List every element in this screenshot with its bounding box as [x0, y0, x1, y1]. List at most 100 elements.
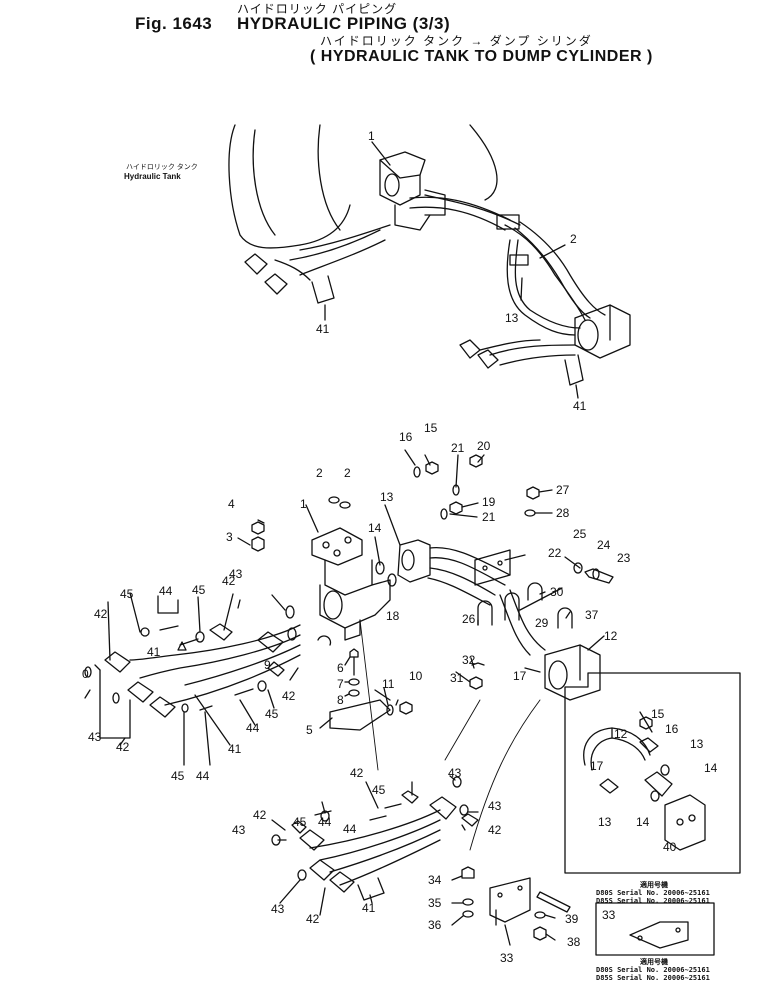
- callout-6: 6: [337, 661, 344, 675]
- u-bolt-37: [557, 607, 573, 629]
- callout-14: 14: [636, 815, 650, 829]
- callout-14: 14: [368, 521, 382, 535]
- callout-32: 32: [462, 653, 476, 667]
- inset-frame: [564, 672, 741, 874]
- callout-45: 45: [171, 769, 185, 783]
- inset-detail: [564, 672, 741, 874]
- bracket-serial-d80s: D80S Serial No. 20006~25161: [596, 966, 710, 974]
- overview-assembly: [228, 124, 631, 399]
- pipe-41: [129, 624, 301, 661]
- pipe-upper: [409, 196, 511, 221]
- callout-45: 45: [265, 707, 279, 721]
- callout-45: 45: [372, 783, 386, 797]
- flange-left-b: [264, 273, 288, 295]
- callout-43: 43: [232, 823, 246, 837]
- callout-17: 17: [513, 669, 527, 683]
- bracket-serial-d85s: D85S Serial No. 20006~25161: [596, 974, 710, 982]
- inset-applicable-label: 適用号機: [640, 881, 668, 889]
- bolt-6: [349, 648, 359, 658]
- callout-2: 2: [570, 232, 577, 246]
- callout-33: 33: [500, 951, 514, 965]
- callout-41: 41: [147, 645, 161, 659]
- bolt-20: [469, 454, 483, 468]
- u-bolt-30: [527, 582, 543, 601]
- callout-38: 38: [567, 935, 581, 949]
- callout-43: 43: [488, 799, 502, 813]
- bolt-23: [584, 568, 614, 584]
- callout-16: 16: [665, 722, 679, 736]
- callout-44: 44: [343, 822, 357, 836]
- callout-41: 41: [316, 322, 330, 336]
- bracket-33: [489, 877, 531, 923]
- callout-15: 15: [651, 707, 665, 721]
- callout-42: 42: [253, 808, 267, 822]
- bolt-15: [425, 461, 439, 475]
- callout-12: 12: [604, 629, 618, 643]
- washer-25: [573, 562, 583, 574]
- callout-7: 7: [337, 677, 344, 691]
- port-block: [397, 539, 431, 583]
- u-bolt-26: [477, 600, 493, 626]
- callout-labels: 1 2 13 41 41 15 16 21 20 2 2 13 19 27 21…: [82, 129, 718, 965]
- bolt-19: [449, 501, 463, 515]
- title-japanese: ハイドロリック パイピング: [237, 2, 398, 16]
- callout-42: 42: [306, 912, 320, 926]
- bracket-22: [474, 549, 511, 586]
- callout-27: 27: [556, 483, 570, 497]
- callout-25: 25: [573, 527, 587, 541]
- inset-bracket-frame: [595, 902, 715, 956]
- callout-1: 1: [300, 497, 307, 511]
- callout-2: 2: [316, 466, 323, 480]
- callout-36: 36: [428, 918, 442, 932]
- callout-41: 41: [362, 901, 376, 915]
- callout-26: 26: [462, 612, 476, 626]
- callout-42: 42: [222, 574, 236, 588]
- block-40: [664, 794, 706, 851]
- callout-9: 9: [264, 658, 271, 672]
- callout-14: 14: [704, 761, 718, 775]
- inset-serial-d80s: D80S Serial No. 20006~25161: [596, 889, 710, 897]
- callout-42: 42: [94, 607, 108, 621]
- bracket-33-alt: [629, 921, 689, 949]
- bolt-3: [251, 536, 265, 552]
- callout-16: 16: [399, 430, 413, 444]
- callout-21: 21: [451, 441, 465, 455]
- callout-44: 44: [196, 769, 210, 783]
- callout-8: 8: [337, 693, 344, 707]
- callout-42: 42: [350, 766, 364, 780]
- callout-43: 43: [88, 730, 102, 744]
- callout-13: 13: [690, 737, 704, 751]
- tank-label-japanese: ハイドロリック タンク: [126, 164, 198, 171]
- nut-38: [533, 926, 547, 941]
- callout-40: 40: [663, 840, 677, 854]
- callout-35: 35: [428, 896, 442, 910]
- callout-45: 45: [293, 815, 307, 829]
- suction-valve-body: [379, 151, 426, 179]
- callout-19: 19: [482, 495, 496, 509]
- callout-44: 44: [159, 584, 173, 598]
- figure-subtitle: ( HYDRAULIC TANK TO DUMP CYLINDER ): [310, 48, 653, 65]
- callout-43: 43: [229, 567, 243, 581]
- callout-41: 41: [573, 399, 587, 413]
- nut-27: [526, 486, 540, 500]
- callout-41: 41: [228, 742, 242, 756]
- callout-39: 39: [565, 912, 579, 926]
- flange-42-left: [104, 651, 131, 673]
- inset-bracket: [595, 902, 715, 956]
- callout-24: 24: [597, 538, 611, 552]
- pipe-41-lower: [309, 809, 441, 849]
- callout-30: 30: [550, 585, 564, 599]
- callout-42: 42: [116, 740, 130, 754]
- inset-serial-d85s: D85S Serial No. 20006~25161: [596, 897, 710, 905]
- callout-28: 28: [556, 506, 570, 520]
- callout-22: 22: [548, 546, 562, 560]
- callout-13: 13: [505, 311, 519, 325]
- callout-3: 3: [226, 530, 233, 544]
- callout-44: 44: [246, 721, 260, 735]
- bolt-34: [461, 866, 475, 879]
- callout-43: 43: [448, 766, 462, 780]
- bracket-applicable-label: 適用号機: [640, 958, 668, 966]
- callout-42: 42: [282, 689, 296, 703]
- hydraulic-tank: [228, 124, 301, 249]
- callout-13: 13: [380, 490, 394, 504]
